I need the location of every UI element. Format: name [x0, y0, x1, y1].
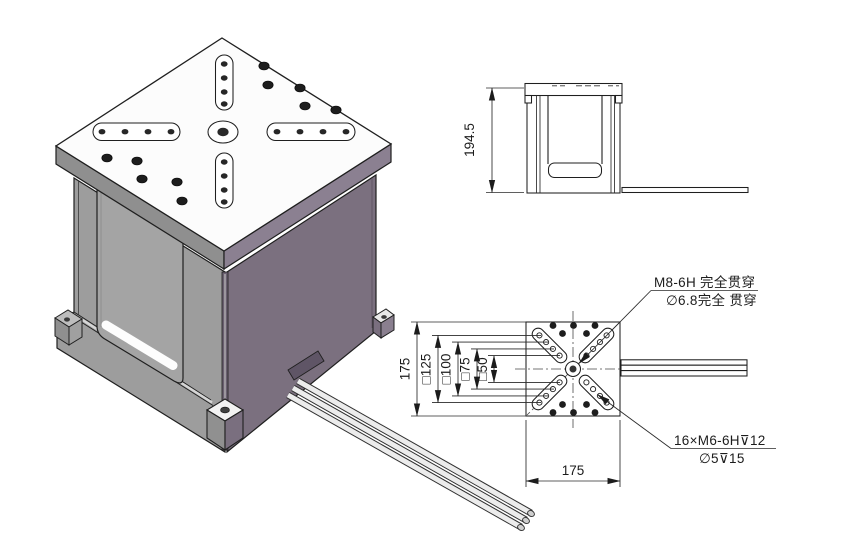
m6-callout-line2: ∅5⊽15	[699, 451, 745, 466]
iso-base	[54, 308, 395, 452]
top-counterbore-holes	[549, 322, 599, 416]
m8-callout-line2: ∅6.8完全 贯穿	[666, 292, 757, 308]
m6-callout-line1: 16×M6-6H⊽12	[674, 433, 766, 448]
top-dim-bottom: 175	[525, 420, 621, 487]
iso-top-slots	[92, 54, 356, 209]
base-ear-left	[54, 309, 83, 346]
slot-holes	[98, 61, 350, 205]
side-pocket	[547, 95, 603, 179]
top-view: 175 □125 □100 □75 □50 175	[398, 274, 776, 487]
base-ear-right	[372, 308, 395, 339]
center-hole-inner	[569, 365, 577, 373]
dim-175-left-label: 175	[398, 358, 413, 381]
base-ear-front	[205, 398, 245, 452]
top-dims-left: 175 □125 □100 □75 □50	[398, 321, 560, 417]
side-cable	[621, 186, 749, 194]
m8-callout-line1: M8-6H 完全贯穿	[654, 274, 755, 290]
dim-sq50-label: □50	[475, 357, 490, 380]
iso-body	[56, 173, 377, 454]
dim-sq100-label: □100	[439, 354, 454, 385]
dim-175-bottom-label: 175	[562, 463, 585, 478]
cable-tube	[286, 391, 525, 531]
dim-sq75-label: □75	[458, 357, 473, 380]
ear-hole	[381, 315, 387, 319]
m6-callout: 16×M6-6H⊽12 ∅5⊽15	[597, 394, 776, 466]
m8-callout: M8-6H 完全贯穿 ∅6.8完全 贯穿	[578, 274, 758, 364]
iso-top-plate	[54, 37, 393, 271]
side-view-outline	[524, 82, 749, 194]
cable-tube	[296, 377, 535, 517]
center-hole	[217, 127, 229, 137]
ear-hole	[220, 406, 230, 414]
side-dim-194-5: 194.5	[462, 87, 524, 194]
isometric-view	[54, 37, 535, 531]
iso-counterbore-holes	[101, 61, 342, 206]
cable-tube	[291, 384, 530, 524]
side-view: 194.5	[462, 82, 749, 194]
cable-notch	[287, 350, 325, 381]
iso-cables	[286, 377, 535, 531]
dim-194-5-label: 194.5	[462, 123, 477, 157]
ear-hole	[64, 317, 70, 322]
dim-sq125-label: □125	[419, 354, 434, 385]
top-cables	[620, 359, 748, 377]
